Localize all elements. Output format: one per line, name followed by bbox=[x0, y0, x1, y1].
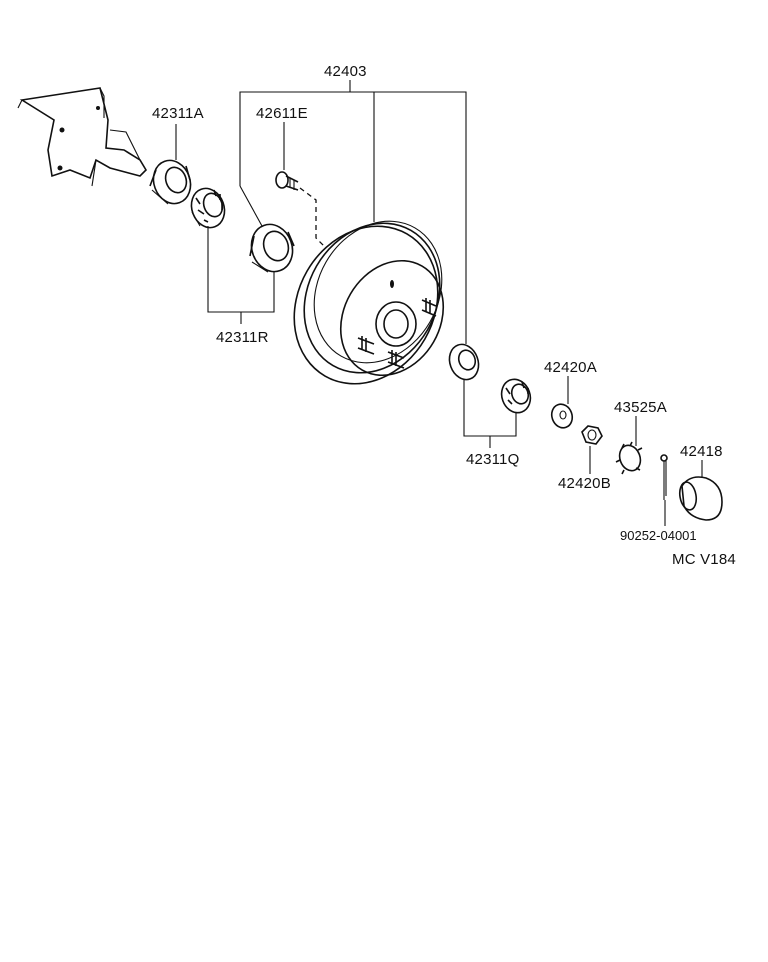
roller-bearing-42311q bbox=[500, 378, 532, 414]
grease-cap-42418 bbox=[678, 476, 723, 521]
label-42420b: 42420B bbox=[558, 475, 611, 492]
axle-knuckle-bracket bbox=[17, 87, 148, 187]
label-90252-04001: 90252-04001 bbox=[620, 528, 697, 543]
hub-bolt-42611e bbox=[275, 171, 299, 191]
washer-42420a bbox=[550, 403, 574, 429]
brake-drum-42403 bbox=[293, 220, 445, 385]
label-42311a: 42311A bbox=[152, 105, 204, 122]
label-42311r: 42311R bbox=[216, 329, 269, 346]
figure-code: MC V184 bbox=[672, 551, 736, 568]
cotter-pin-90252 bbox=[660, 454, 668, 500]
label-42403: 42403 bbox=[324, 63, 367, 80]
lock-cap-43525a bbox=[615, 441, 643, 475]
label-42418: 42418 bbox=[680, 443, 723, 460]
bearing-race-inner bbox=[249, 223, 295, 273]
nut-42420b bbox=[581, 425, 603, 445]
bearing-race-42311a bbox=[149, 159, 192, 205]
label-42420a: 42420A bbox=[544, 359, 597, 376]
label-42311q: 42311Q bbox=[466, 451, 519, 468]
bearing-race-42311q bbox=[448, 343, 480, 381]
label-42611e: 42611E bbox=[256, 105, 308, 122]
label-43525a: 43525A bbox=[614, 399, 667, 416]
roller-bearing-42311r bbox=[190, 187, 226, 229]
